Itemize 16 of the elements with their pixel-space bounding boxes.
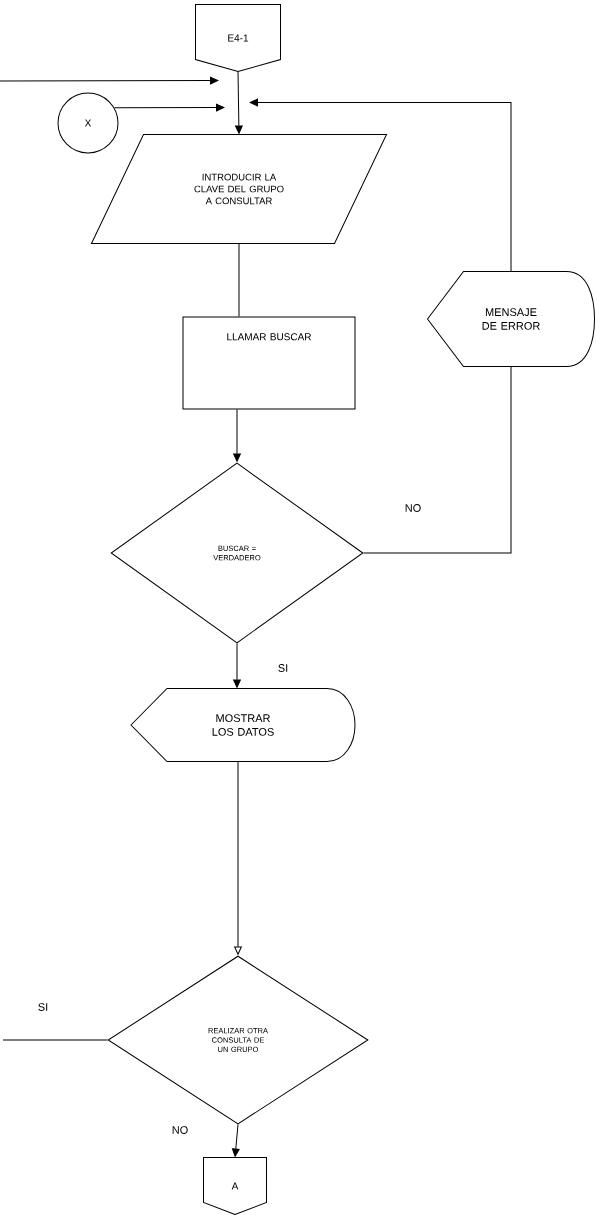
off-page-connector: E4-1 xyxy=(195,4,281,72)
arrow xyxy=(113,103,225,112)
arrow xyxy=(0,76,219,85)
arrow xyxy=(233,643,241,688)
input-parallelogram: INTRODUCIR LA CLAVE DEL GRUPO A CONSULTAR xyxy=(91,134,387,244)
arrow xyxy=(231,1124,240,1157)
arrow xyxy=(249,98,512,272)
edge-label: SI xyxy=(36,1002,50,1012)
arrow xyxy=(233,409,241,462)
arrow xyxy=(235,71,243,134)
arrow xyxy=(234,761,242,955)
process-box: LLAMAR BUSCAR xyxy=(182,316,356,410)
edge-label: NO xyxy=(170,1125,190,1135)
edge-label: NO xyxy=(403,503,423,513)
off-page-connector: A xyxy=(203,1157,267,1215)
edge-label: SI xyxy=(276,663,290,673)
